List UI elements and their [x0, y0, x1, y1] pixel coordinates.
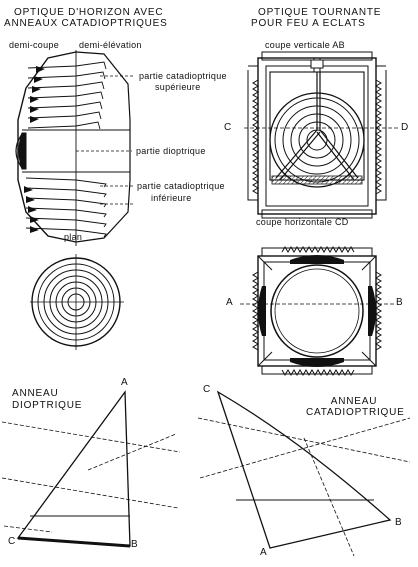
rotating-optic-horizontal-section: [257, 247, 377, 375]
horizontal-section-label: coupe horizontale CD: [256, 217, 349, 227]
catadioptric-prisms-section: [24, 66, 45, 233]
lower-catadioptric-label-line2: inférieure: [151, 193, 192, 203]
point-a-label: A: [226, 297, 233, 308]
dioptric-point-a: A: [121, 377, 128, 388]
horizontal-section-fills: [258, 255, 376, 367]
catadioptric-ring-profile: [197, 390, 411, 557]
catadioptric-ring-title-line1: ANNEAU: [330, 396, 378, 407]
plan-label: plan: [64, 232, 83, 242]
vertical-section-label: coupe verticale AB: [265, 40, 345, 50]
lower-catadioptric-label-line1: partie catadioptrique: [137, 181, 225, 191]
catadioptric-point-c: C: [203, 384, 211, 395]
point-c-label: C: [224, 122, 232, 133]
catadioptric-point-b: B: [395, 517, 402, 528]
lower-catadioptric-rings: [25, 177, 107, 238]
dioptric-ring-profile: [1, 390, 181, 548]
leader-lines: [76, 75, 134, 205]
horizon-optic-title-line1: OPTIQUE D'HORIZON AVEC: [14, 7, 164, 18]
rotating-optic-vertical-section: [247, 51, 387, 219]
sawtooth-left-edge: [252, 79, 259, 195]
catadioptric-point-a: A: [260, 547, 267, 558]
half-section-label: demi-coupe: [9, 40, 60, 50]
dioptric-ring-title-line2: DIOPTRIQUE: [12, 400, 83, 411]
plan-axes: [30, 254, 124, 350]
sawtooth-horizontal-section: [252, 246, 382, 376]
catadioptric-ring-title-line2: CATADIOPTRIQUE: [306, 407, 405, 418]
y-shaped-support: [275, 72, 359, 181]
dioptric-point-b: B: [131, 539, 138, 550]
upper-catadioptric-rings: [27, 61, 107, 130]
dioptric-ring-title-line1: ANNEAU: [12, 388, 59, 399]
point-d-label: D: [401, 122, 409, 133]
rotating-optic-title-line2: POUR FEU A ECLATS: [251, 18, 366, 29]
point-b-label: B: [396, 297, 403, 308]
half-elevation-label: demi-élévation: [79, 40, 142, 50]
sawtooth-right-edge: [375, 79, 382, 195]
upper-catadioptric-label-line2: supérieure: [155, 82, 201, 92]
dioptric-part-label: partie dioptrique: [136, 146, 206, 156]
rotating-optic-title-line1: OPTIQUE TOURNANTE: [258, 7, 382, 18]
dioptric-point-c: C: [8, 536, 16, 547]
horizon-optic-elevation: [15, 50, 131, 246]
upper-catadioptric-label-line1: partie catadioptrique: [139, 71, 227, 81]
horizon-optic-title-line2: ANNEAUX CATADIOPTRIQUES: [4, 18, 168, 29]
